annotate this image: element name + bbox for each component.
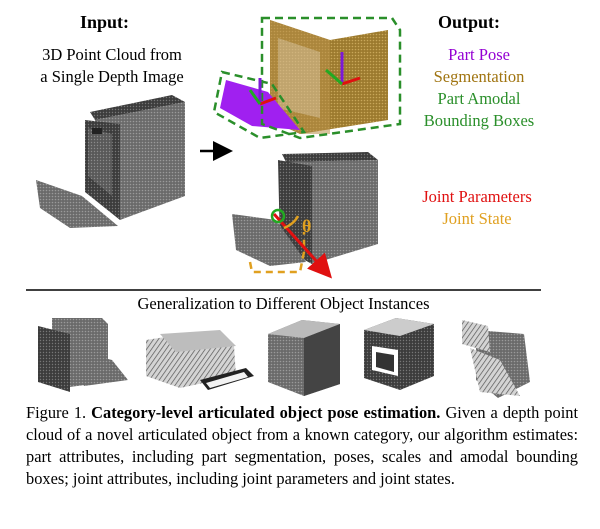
input-description: 3D Point Cloud from a Single Depth Image	[40, 45, 184, 86]
caption-title: Category-level articulated object pose e…	[91, 403, 441, 422]
output-part-amodal: Part Amodal	[437, 89, 521, 108]
output-heading: Output:	[438, 12, 501, 32]
joint-output-list: Joint Parameters Joint State	[400, 186, 554, 230]
output-joint-state: Joint State	[442, 209, 512, 228]
output-part-pose: Part Pose	[448, 45, 510, 64]
output-segmentation-oven	[212, 16, 402, 140]
figure-caption: Figure 1. Category-level articulated obj…	[26, 402, 578, 490]
output-bounding-boxes: Bounding Boxes	[423, 111, 535, 130]
input-point-cloud	[36, 95, 185, 228]
caption-prefix: Figure 1.	[26, 403, 87, 422]
output-segmentation: Segmentation	[433, 67, 525, 86]
input-heading: Input:	[80, 12, 130, 32]
caption-body: Given a depth point cloud of a novel art…	[26, 403, 578, 488]
output-joint-parameters: Joint Parameters	[422, 187, 532, 206]
generalization-title: Generalization to Different Object Insta…	[137, 294, 430, 313]
instance-1	[38, 318, 128, 392]
theta-label: θ	[302, 216, 312, 236]
instance-5	[462, 320, 530, 398]
instance-4	[364, 318, 434, 390]
instance-2	[146, 330, 254, 390]
output-joint-oven	[232, 152, 378, 279]
instance-3	[268, 320, 340, 396]
output-list: Part Pose Segmentation Part Amodal Bound…	[402, 44, 556, 132]
